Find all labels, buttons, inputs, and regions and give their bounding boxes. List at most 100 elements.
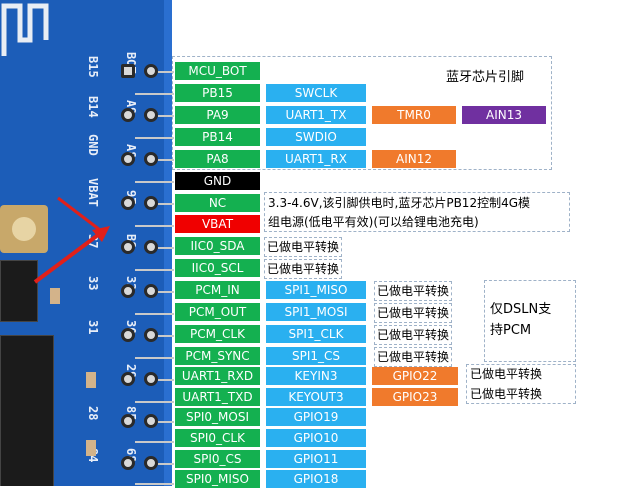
func-label-gpio11: GPIO11: [266, 450, 366, 468]
leader-line: [135, 93, 174, 95]
silk-b14: B14: [86, 96, 100, 118]
pcb-antenna-trace: [0, 0, 56, 58]
level-shift-note: 已做电平转换: [374, 347, 452, 367]
pin-label-uart1-txd: UART1_TXD: [175, 388, 260, 406]
func-label-uart1-tx: UART1_TX: [266, 106, 366, 124]
func-label-swclk: SWCLK: [266, 84, 366, 102]
func-label-uart1-rx: UART1_RX: [266, 150, 366, 168]
vbat-note-line1: 3.3-4.6V,该引脚供电时,蓝牙芯片PB12控制4G模: [268, 194, 530, 212]
leader-line: [158, 379, 174, 381]
alt-label-gpio23: GPIO23: [372, 388, 458, 406]
silk-b15: B15: [86, 56, 100, 78]
func-label-keyout3: KEYOUT3: [266, 388, 366, 406]
func-label-spi1-miso: SPI1_MISO: [266, 281, 366, 299]
red-arrow-icon: [30, 190, 120, 290]
alt-label-tmr0: TMR0: [372, 106, 456, 124]
silk-28: 28: [86, 406, 100, 420]
pcm-note-box: [484, 280, 576, 362]
pin-label-mcu-bot: MCU_BOT: [175, 62, 260, 80]
level-shift-note: 已做电平转换: [374, 325, 452, 345]
pad-84: [121, 456, 135, 470]
pcm-note-line2: 持PCM: [490, 322, 531, 340]
func-label-spi1-clk: SPI1_CLK: [266, 325, 366, 343]
pin-label-spi0-clk: SPI0_CLK: [175, 429, 260, 447]
level-shift-note: 已做电平转换: [264, 259, 342, 279]
pad-scl: [144, 240, 158, 254]
pad-a9: [121, 108, 135, 122]
pin-label-vbat: VBAT: [175, 215, 260, 233]
alt-label-ain13: AIN13: [462, 106, 546, 124]
pad-sda: [121, 240, 135, 254]
pin-label-spi0-miso: SPI0_MISO: [175, 470, 260, 488]
pin-label-uart1-rxd: UART1_RXD: [175, 367, 260, 385]
func-label-spi1-cs: SPI1_CS: [266, 347, 366, 365]
pin-label-iic0-sda: IIC0_SDA: [175, 237, 260, 255]
pcm-note-line1: 仅DSLN支: [490, 301, 551, 319]
leader-line: [135, 483, 174, 485]
leader-line: [158, 203, 174, 205]
leader-line: [135, 313, 174, 315]
func-label-swdio: SWDIO: [266, 128, 366, 146]
leader-line: [135, 137, 174, 139]
pad-33: [121, 284, 135, 298]
level-shift-note: 已做电平转换: [264, 237, 342, 257]
pad-b15: [144, 64, 158, 78]
level-shift-note: 已做电平转换: [470, 385, 542, 403]
func-label-gpio10: GPIO10: [266, 429, 366, 447]
alt-label-gpio22: GPIO22: [372, 367, 458, 385]
pad-97: [121, 196, 135, 210]
leader-line: [135, 225, 174, 227]
func-label-spi1-mosi: SPI1_MOSI: [266, 303, 366, 321]
pad-31: [121, 328, 135, 342]
pin-label-nc: NC: [175, 194, 260, 212]
leader-line: [158, 247, 174, 249]
pad-29: [121, 372, 135, 386]
pin-label-gnd: GND: [175, 172, 260, 190]
pad-vbat: [144, 196, 158, 210]
pad-28: [144, 372, 158, 386]
level-shift-note: 已做电平转换: [374, 303, 452, 323]
pad-bot: [121, 64, 135, 78]
pad-85: [121, 414, 135, 428]
pad-b14: [144, 108, 158, 122]
leader-line: [135, 357, 174, 359]
leader-line: [158, 463, 174, 465]
capacitor: [50, 288, 60, 304]
leader-line: [135, 441, 174, 443]
pad-32: [144, 284, 158, 298]
pin-label-pa8: PA8: [175, 150, 260, 168]
pin-label-spi0-cs: SPI0_CS: [175, 450, 260, 468]
pad-30: [144, 328, 158, 342]
pin-label-pcm-clk: PCM_CLK: [175, 325, 260, 343]
leader-line: [135, 269, 174, 271]
ic-chip: [0, 335, 54, 486]
pin-label-iic0-scl: IIC0_SCL: [175, 259, 260, 277]
capacitor: [86, 372, 96, 388]
pin-label-spi0-mosi: SPI0_MOSI: [175, 408, 260, 426]
alt-label-ain12: AIN12: [372, 150, 456, 168]
pad-68: [144, 414, 158, 428]
capacitor: [86, 440, 96, 456]
leader-line: [158, 115, 174, 117]
pin-label-pcm-out: PCM_OUT: [175, 303, 260, 321]
leader-line: [158, 421, 174, 423]
silk-gnd: GND: [86, 134, 100, 156]
pad-a8: [121, 152, 135, 166]
func-label-gpio19: GPIO19: [266, 408, 366, 426]
pin-label-pcm-in: PCM_IN: [175, 281, 260, 299]
leader-line: [158, 159, 174, 161]
pin-label-pb14: PB14: [175, 128, 260, 146]
leader-line: [158, 291, 174, 293]
level-shift-note: 已做电平转换: [374, 281, 452, 301]
pad-gnd: [144, 152, 158, 166]
diagram-title: 蓝牙芯片引脚: [446, 66, 524, 85]
func-label-gpio18: GPIO18: [266, 470, 366, 488]
leader-line: [135, 401, 174, 403]
pad-b0: [144, 456, 158, 470]
leader-line: [158, 335, 174, 337]
func-label-keyin3: KEYIN3: [266, 367, 366, 385]
silk-31: 31: [86, 320, 100, 334]
vbat-note-line2: 组电源(低电平有效)(可以给锂电池充电): [268, 213, 479, 231]
level-shift-note: 已做电平转换: [470, 365, 542, 383]
leader-line: [158, 71, 174, 73]
